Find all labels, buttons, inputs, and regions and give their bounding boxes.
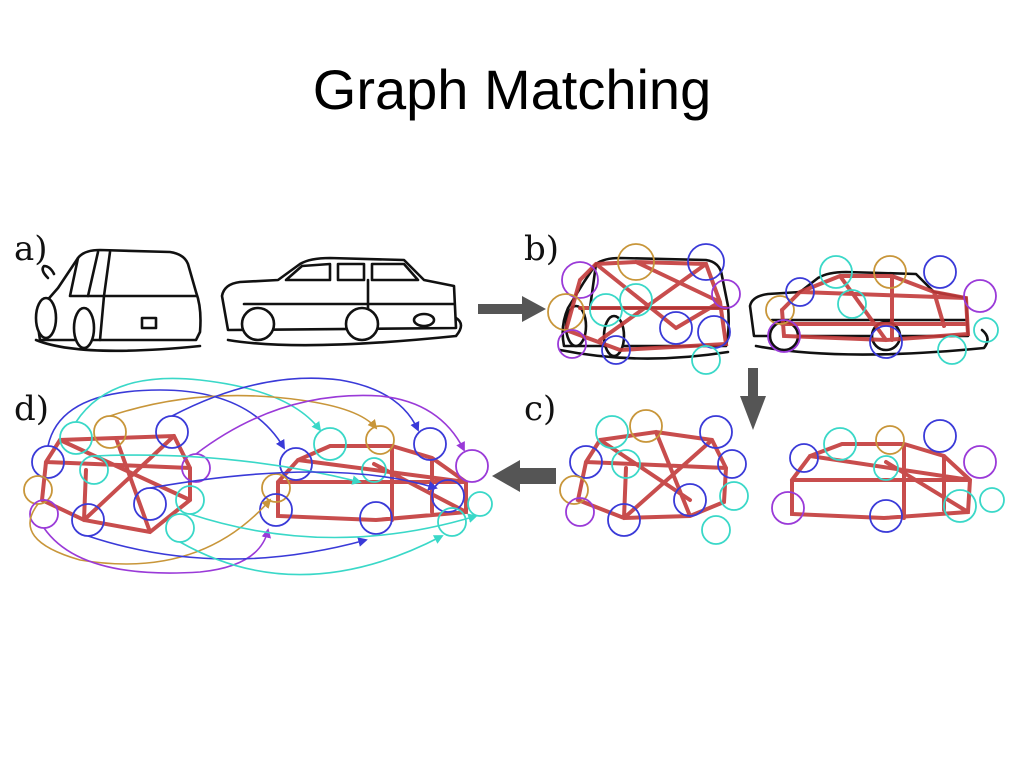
- panel-label-b: b): [524, 229, 559, 269]
- panel-label-c: c): [524, 389, 556, 429]
- panel-c-graph-left: [559, 409, 749, 545]
- panel-label-d: d): [14, 389, 49, 429]
- panel-b-car-rear-graph: [547, 243, 741, 375]
- arrow-left-icon: [492, 460, 556, 492]
- slide-title: Graph Matching: [312, 58, 712, 121]
- panel-c-graph-right: [771, 419, 1005, 533]
- graph-matching-figure: a) b) c) d): [14, 229, 1005, 576]
- arrow-down-icon: [740, 368, 766, 430]
- panel-d-graph-right: [259, 425, 493, 537]
- panel-b-car-side-graph: [748, 255, 999, 365]
- arrow-right-icon: [478, 296, 546, 322]
- panel-a-car-side-view: [220, 256, 463, 347]
- panel-d-matching-arrows: [29, 377, 478, 576]
- panel-a-car-rear-view: [34, 248, 202, 353]
- panel-label-a: a): [14, 229, 48, 269]
